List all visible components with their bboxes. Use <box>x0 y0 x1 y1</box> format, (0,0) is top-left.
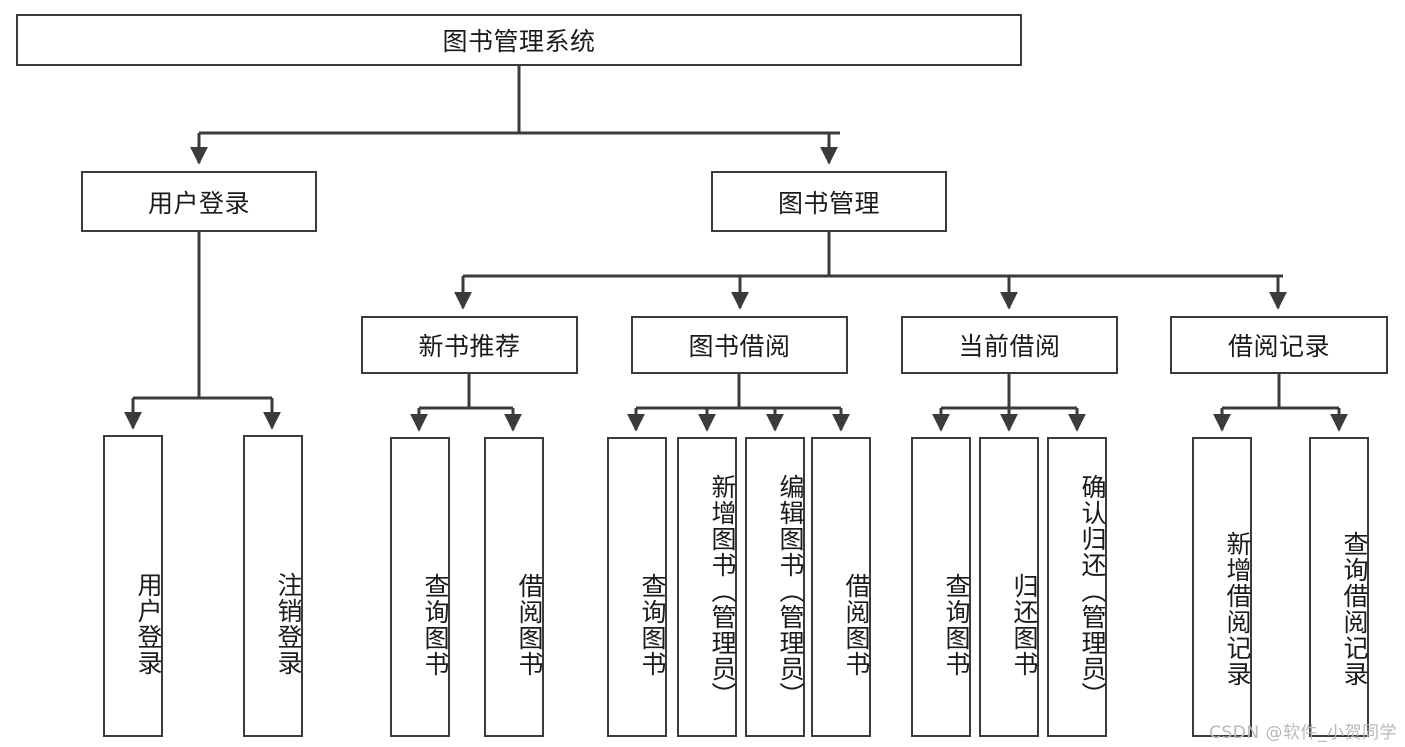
node-label: 新增借阅记录 <box>1223 531 1252 687</box>
node-leaf-add-book[interactable]: 新增图书（管理员） <box>677 437 737 737</box>
node-leaf-return-book[interactable]: 归还图书 <box>979 437 1039 737</box>
node-label: 用户登录 <box>147 188 250 218</box>
node-borrow-record[interactable]: 借阅记录 <box>1170 316 1388 374</box>
node-label: 新增图书（管理员） <box>708 474 737 708</box>
node-leaf-user-login[interactable]: 用户登录 <box>103 435 163 737</box>
node-leaf-user-logout[interactable]: 注销登录 <box>243 435 303 737</box>
node-label: 当前借阅 <box>958 332 1061 361</box>
node-label: 查询借阅记录 <box>1340 531 1369 687</box>
node-label: 查询图书 <box>942 573 971 677</box>
node-label: 确认归还（管理员） <box>1078 474 1107 708</box>
node-user-login[interactable]: 用户登录 <box>81 171 317 232</box>
node-leaf-query-record[interactable]: 查询借阅记录 <box>1309 437 1369 737</box>
node-book-manage[interactable]: 图书管理 <box>711 171 947 232</box>
node-label: 借阅记录 <box>1227 332 1330 361</box>
node-leaf-borrow-book-2[interactable]: 借阅图书 <box>811 437 871 737</box>
node-new-book-rec[interactable]: 新书推荐 <box>361 316 578 374</box>
node-leaf-borrow-book-1[interactable]: 借阅图书 <box>484 437 544 737</box>
node-leaf-query-book-3[interactable]: 查询图书 <box>911 437 971 737</box>
node-leaf-edit-book[interactable]: 编辑图书（管理员） <box>745 437 805 737</box>
node-label: 查询图书 <box>638 573 667 677</box>
watermark-text: CSDN @软件_小贺同学 <box>1209 723 1397 743</box>
node-label: 借阅图书 <box>515 573 544 677</box>
node-label: 归还图书 <box>1010 573 1039 677</box>
node-label: 编辑图书（管理员） <box>776 474 805 708</box>
node-label: 注销登录 <box>274 572 303 676</box>
node-current-borrow[interactable]: 当前借阅 <box>901 316 1118 374</box>
node-root-title[interactable]: 图书管理系统 <box>16 14 1022 66</box>
node-label: 查询图书 <box>421 573 450 677</box>
node-label: 用户登录 <box>134 572 163 676</box>
node-label: 借阅图书 <box>842 573 871 677</box>
node-label: 图书管理 <box>777 188 880 218</box>
node-label: 图书借阅 <box>688 332 791 361</box>
node-leaf-query-book-2[interactable]: 查询图书 <box>607 437 667 737</box>
node-book-borrow[interactable]: 图书借阅 <box>631 316 848 374</box>
node-leaf-confirm-return[interactable]: 确认归还（管理员） <box>1047 437 1107 737</box>
node-label: 新书推荐 <box>418 332 521 361</box>
node-leaf-query-book-1[interactable]: 查询图书 <box>390 437 450 737</box>
node-label: 图书管理系统 <box>442 27 596 56</box>
node-leaf-add-record[interactable]: 新增借阅记录 <box>1192 437 1252 737</box>
